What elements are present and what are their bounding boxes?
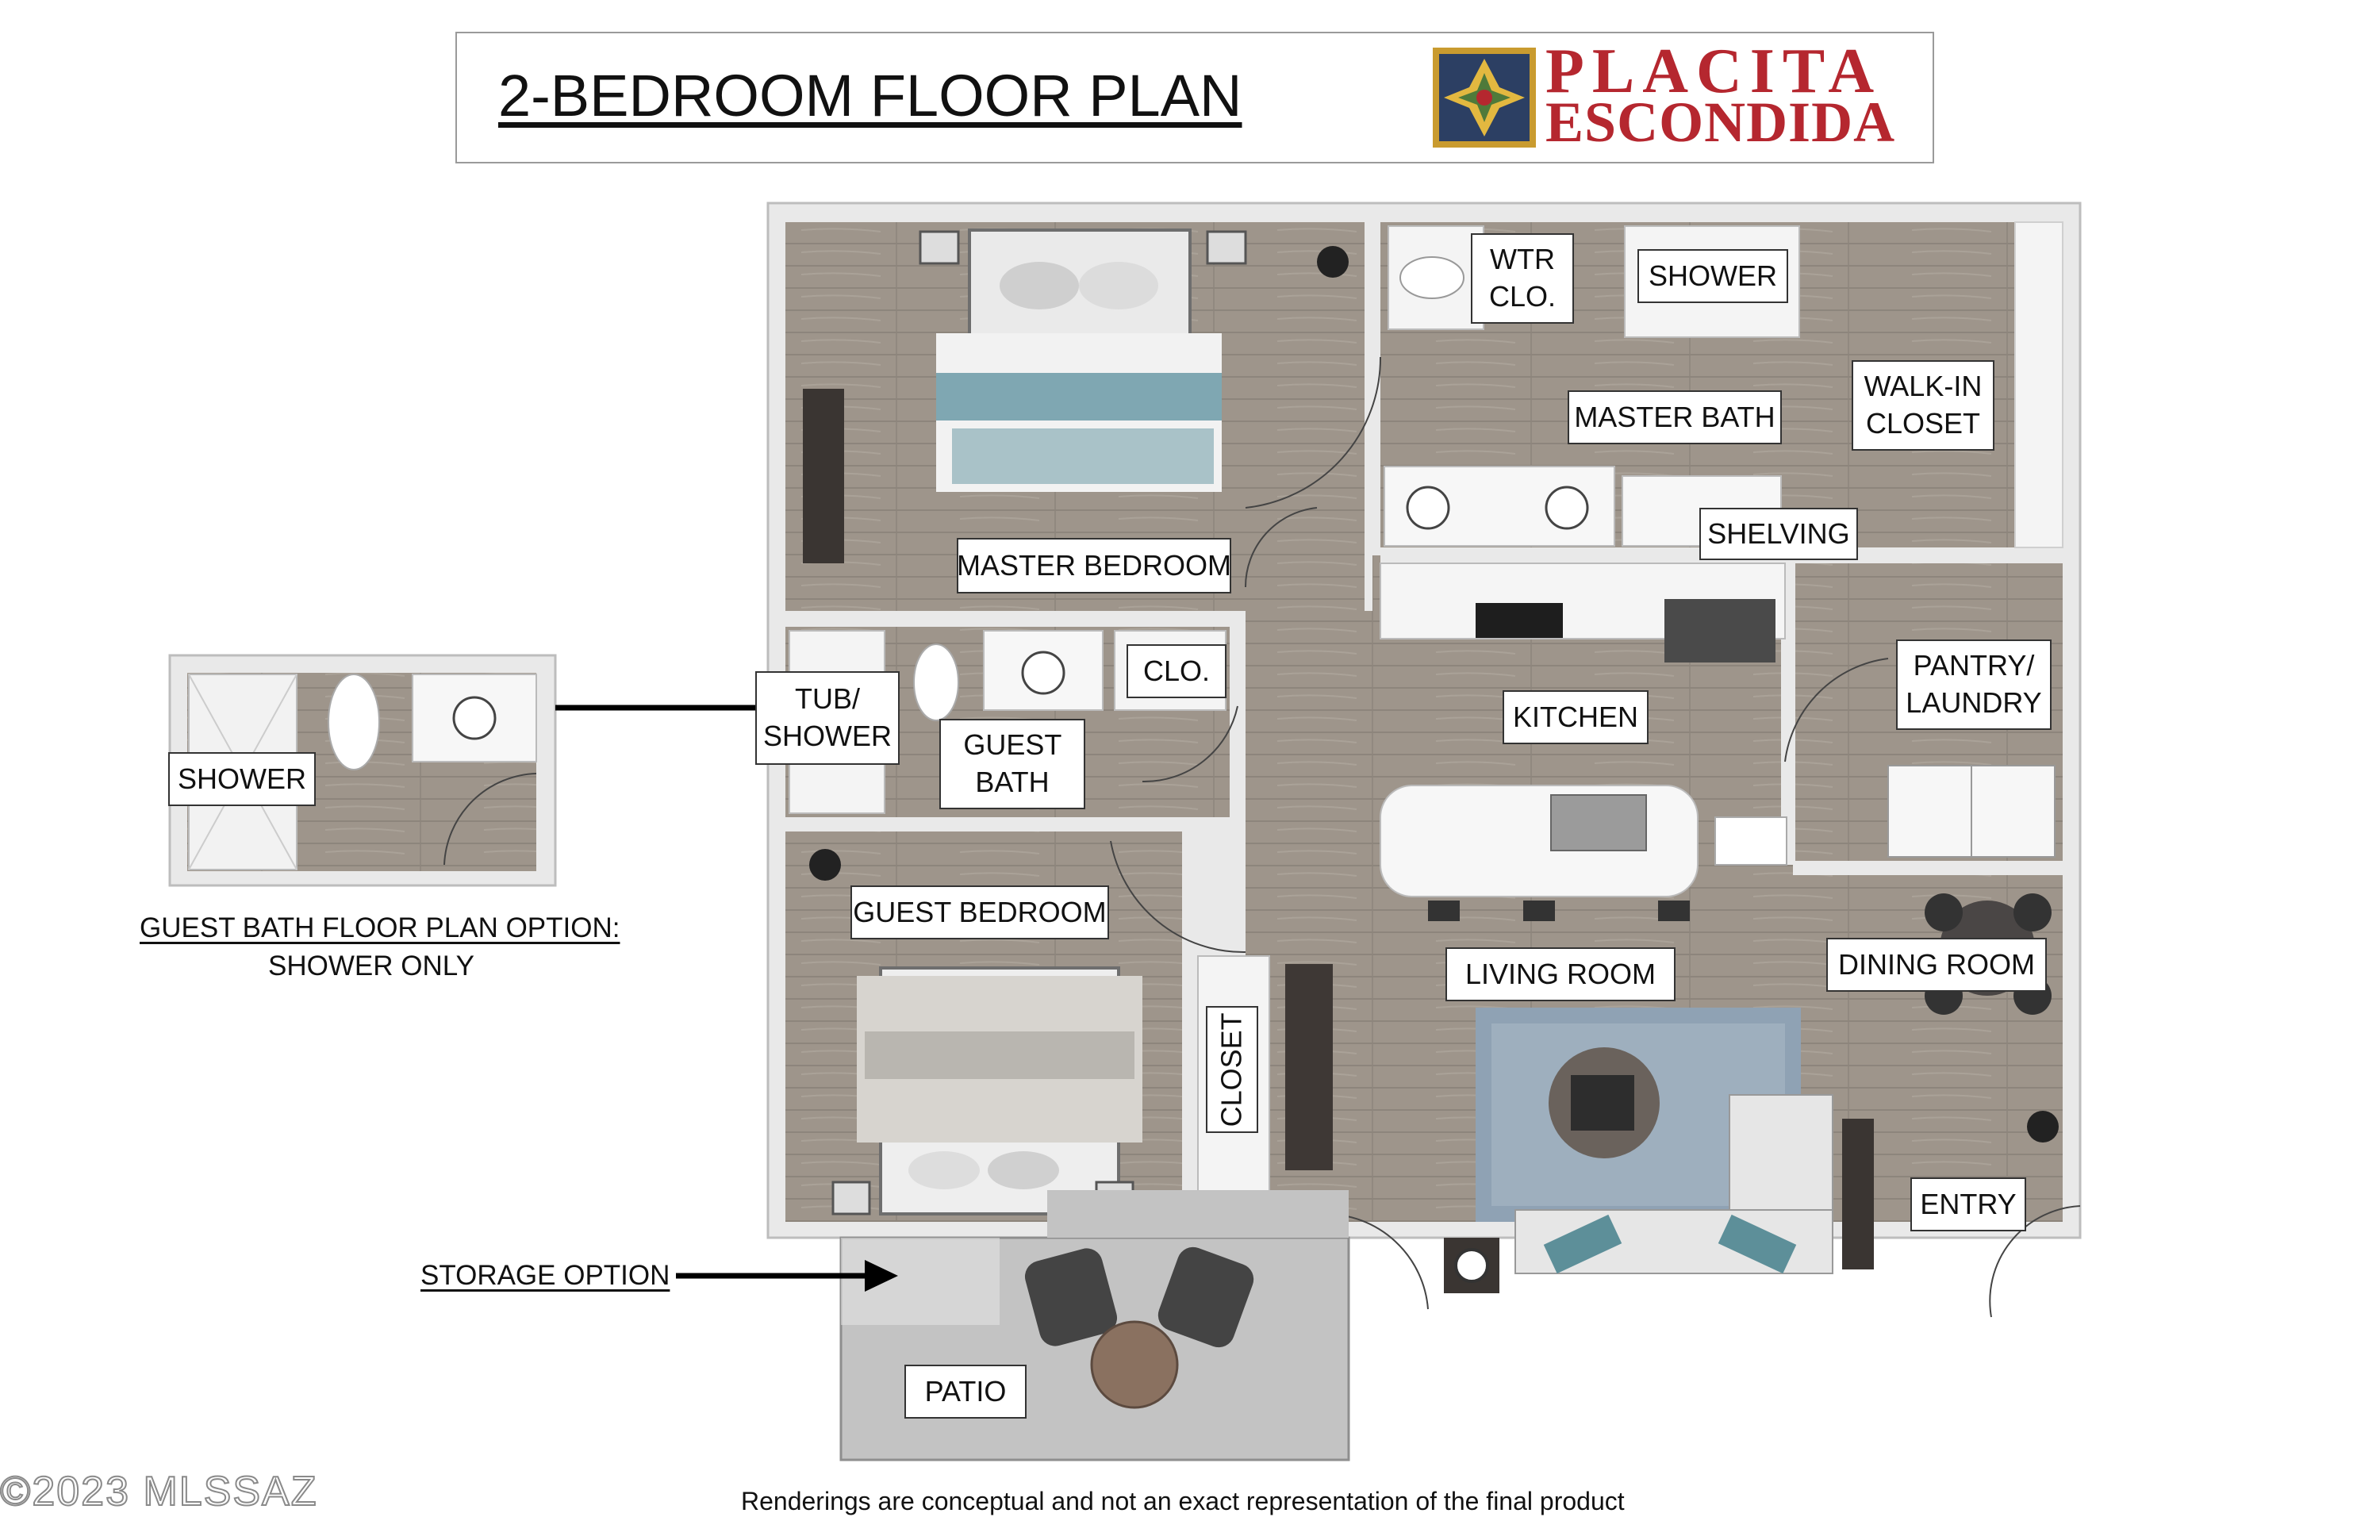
label-option-shower: SHOWER (168, 752, 316, 806)
label-kitchen: KITCHEN (1503, 690, 1649, 744)
label-water-closet: WTR CLO. (1471, 233, 1574, 324)
storage-option-label: STORAGE OPTION (420, 1260, 670, 1291)
brand-name-line1: PLACITA (1545, 36, 1883, 106)
label-living-room: LIVING ROOM (1445, 947, 1676, 1001)
label-closet-small: CLO. (1127, 644, 1226, 698)
label-walk-in-closet: WALK-IN CLOSET (1852, 360, 1994, 451)
label-patio: PATIO (904, 1365, 1027, 1419)
label-entry: ENTRY (1910, 1177, 2026, 1231)
brand-logo-icon (1433, 48, 1536, 148)
label-tub-shower: TUB/ SHOWER (755, 671, 900, 765)
disclaimer-text: Renderings are conceptual and not an exa… (741, 1487, 1625, 1515)
label-closet: CLOSET (1206, 1006, 1258, 1133)
label-pantry-laundry: PANTRY/ LAUNDRY (1896, 639, 2052, 730)
option-caption-line2: SHOWER ONLY (268, 950, 474, 981)
header-box (455, 32, 1934, 163)
option-caption-line1: GUEST BATH FLOOR PLAN OPTION: (140, 912, 620, 943)
watermark-text: ©2023 MLSSAZ (0, 1468, 318, 1515)
label-guest-bedroom: GUEST BEDROOM (850, 885, 1109, 939)
page-title: 2-BEDROOM FLOOR PLAN (498, 63, 1242, 129)
label-master-shower: SHOWER (1637, 249, 1788, 303)
brand-name-line2: ESCONDIDA (1545, 90, 1896, 154)
label-closet-text: CLOSET (1215, 1012, 1248, 1127)
label-dining-room: DINING ROOM (1826, 938, 2047, 992)
label-master-bath: MASTER BATH (1568, 390, 1782, 444)
label-master-bedroom: MASTER BEDROOM (957, 538, 1231, 593)
label-shelving: SHELVING (1699, 508, 1858, 560)
label-guest-bath: GUEST BATH (939, 719, 1085, 809)
